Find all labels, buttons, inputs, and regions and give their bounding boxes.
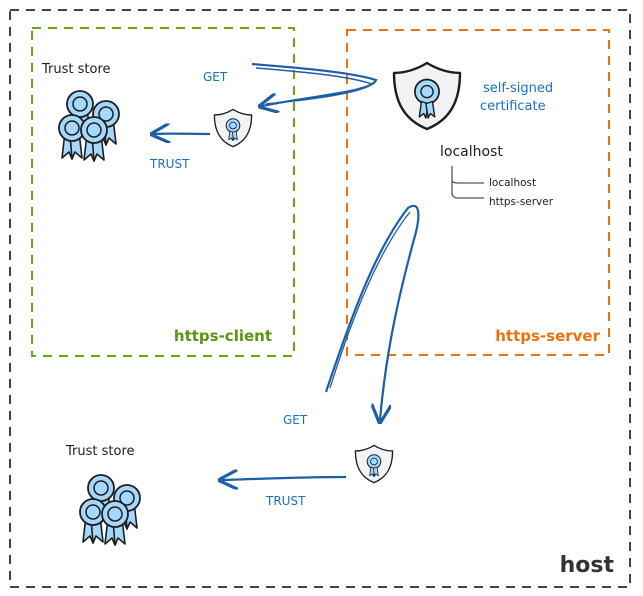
host-trust-label: TRUST [265, 494, 306, 508]
san-entry-1: localhost [489, 177, 536, 189]
https-client-label: https-client [174, 327, 272, 345]
client-trust-store-label: Trust store [41, 62, 111, 77]
cert-label-line2: certificate [480, 99, 546, 114]
client-trust-store-icon [59, 91, 119, 161]
san-tree-lines [451, 166, 484, 199]
client-get-arrow [251, 62, 378, 106]
host-trust-store-icon [80, 475, 140, 545]
san-entry-2: https-server [489, 196, 554, 208]
cert-subject: localhost [440, 144, 503, 160]
client-trust-label: TRUST [149, 157, 190, 171]
host-get-label: GET [283, 413, 308, 427]
host-trust-arrow [222, 477, 347, 480]
host-trust-store-label: Trust store [65, 444, 135, 459]
host-get-arrow-stroke-2 [329, 211, 411, 389]
host-certificate-shield-icon [354, 444, 394, 484]
cert-label-line1: self-signed [483, 81, 553, 96]
client-get-label: GET [203, 70, 228, 84]
client-certificate-shield-icon [213, 108, 253, 148]
host-boundary [9, 9, 631, 588]
server-certificate-shield-icon [392, 61, 462, 131]
https-server-container [346, 29, 610, 356]
https-server-label: https-server [495, 327, 600, 345]
https-client-container [31, 27, 295, 357]
host-get-arrow [324, 204, 420, 420]
client-get-arrow-stroke-2 [255, 67, 374, 105]
host-label: host [560, 553, 615, 578]
